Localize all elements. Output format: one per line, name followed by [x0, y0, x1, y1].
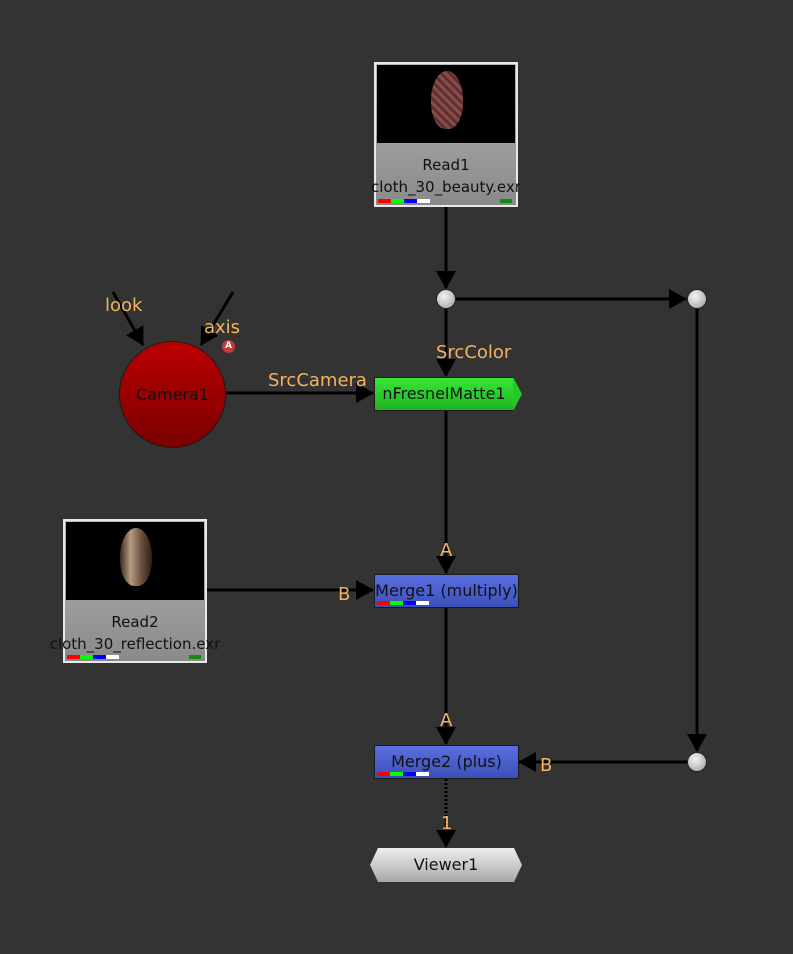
read2-name: Read2 — [111, 613, 159, 631]
edge-axis — [199, 291, 235, 346]
channel-bars — [377, 772, 429, 776]
merge1-node[interactable]: Merge1 (multiply) — [374, 574, 519, 608]
camera-badge-icon: A — [222, 340, 235, 353]
input-label-merge1-a: A — [440, 540, 453, 561]
input-label-srccamera: SrcCamera — [268, 370, 367, 391]
input-label-look: look — [105, 295, 143, 316]
camera1-node[interactable]: Camera1 — [119, 341, 226, 448]
merge1-name: Merge1 (multiply) — [375, 581, 518, 600]
channel-bars — [377, 601, 429, 605]
read1-name: Read1 — [422, 156, 470, 174]
read2-node[interactable]: Read2 cloth_30_reflection.exr — [50, 519, 220, 663]
input-label-merge2-a: A — [440, 710, 453, 731]
fresnel-matte-node[interactable]: nFresnelMatte1 — [374, 377, 522, 411]
dot-node[interactable] — [436, 289, 456, 309]
dot-node[interactable] — [687, 289, 707, 309]
viewer1-node[interactable]: Viewer1 — [370, 848, 522, 882]
read1-file: cloth_30_beauty.exr — [371, 178, 521, 196]
channel-bars — [67, 655, 119, 659]
input-label-viewer-1: 1 — [441, 813, 453, 834]
read2-file: cloth_30_reflection.exr — [49, 635, 221, 653]
read2-thumbnail — [66, 522, 204, 600]
input-label-srccolor: SrcColor — [436, 342, 512, 363]
merge2-node[interactable]: Merge2 (plus) — [374, 745, 519, 779]
status-indicator — [189, 655, 201, 659]
read1-node[interactable]: Read1 cloth_30_beauty.exr — [371, 62, 521, 207]
input-label-merge1-b: B — [338, 584, 351, 605]
channel-bars — [378, 199, 430, 203]
read1-thumbnail — [377, 65, 515, 143]
input-label-axis: axis — [204, 317, 241, 338]
dot-node[interactable] — [687, 752, 707, 772]
fresnel-name: nFresnelMatte1 — [382, 384, 506, 403]
camera1-name: Camera1 — [136, 385, 209, 404]
merge2-name: Merge2 (plus) — [391, 752, 502, 771]
viewer1-name: Viewer1 — [413, 855, 479, 874]
status-indicator — [500, 199, 512, 203]
edge-look — [111, 291, 145, 346]
input-label-merge2-b: B — [540, 755, 553, 776]
